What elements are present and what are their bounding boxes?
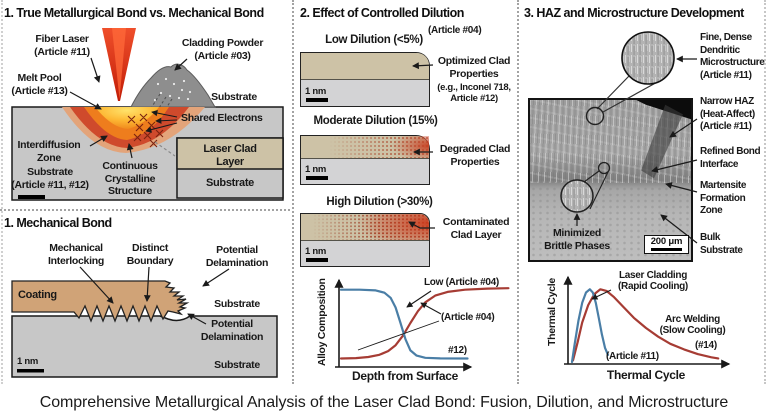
- label-refined-bond: Refined Bond Interface: [700, 146, 761, 170]
- label-potential-delamination-top: Potential Delamination: [205, 244, 269, 269]
- label-potential-delamination-bottom: Potential Delamination: [200, 318, 264, 343]
- label-martensite: Martensite Formation Zone: [700, 180, 747, 216]
- haz-label-leaders: [573, 55, 698, 244]
- alloy-chart-xlabel: Depth from Surface: [352, 369, 458, 383]
- label-interdiffusion-zone: Interdiffusion Zone: [17, 139, 81, 164]
- label-optimized-clad-sub: (e.g., Inconel 718, Article #12): [437, 82, 511, 104]
- weld-micrograph: [528, 98, 693, 262]
- magnifier-source-circle: [585, 106, 605, 126]
- thermal-chart-leader: [591, 289, 612, 300]
- mechanical-diagram: [11, 266, 278, 378]
- figure-caption: Comprehensive Metallurgical Analysis of …: [39, 394, 729, 411]
- alloy-chart-leaders: [357, 290, 442, 351]
- panel-divider-1: [292, 0, 294, 384]
- coating-shape: [11, 280, 190, 323]
- scalebar-moderate: [306, 176, 328, 180]
- label-article04: (Article #04): [428, 25, 482, 36]
- panel3-title: 3. HAZ and Microstructure Development: [524, 6, 744, 20]
- haz-annotations: [560, 31, 731, 369]
- scalebar-metallurgical: [18, 195, 45, 199]
- shared-electron-arrows: [145, 109, 178, 133]
- heading-moderate-dilution: Moderate Dilution (15%): [313, 115, 438, 127]
- label-scale-low: 1 nm: [305, 86, 326, 97]
- label-substrate-surface: Substrate: [214, 298, 260, 310]
- label-substrate-bulk: Substrate: [214, 359, 260, 371]
- crystalline-hatch: [127, 113, 164, 148]
- label-distinct-boundary: Distinct Boundary: [126, 242, 174, 267]
- annotation-article04: (Article #04): [441, 312, 495, 323]
- label-degraded-clad: Degraded Clad Properties: [439, 143, 511, 168]
- annotation-arc-welding: Arc Welding (Slow Cooling): [659, 314, 726, 336]
- thermal-chart-axes: [563, 275, 731, 369]
- thermal-chart-ylabel: Thermal Cycle: [546, 278, 558, 346]
- label-melt-pool: Melt Pool (Article #13): [11, 72, 68, 97]
- dilution-annotations: [334, 62, 510, 372]
- label-substrate-top: Substrate: [211, 91, 257, 103]
- panel-divider-2: [517, 0, 519, 384]
- powder-dots: [153, 77, 192, 102]
- cladding-powder-mound: [130, 63, 216, 108]
- annotation-laser-cladding: Laser Cladding (Rapid Cooling): [618, 270, 688, 292]
- dendrite-inset-circle: [621, 31, 675, 85]
- panel1-divider-h: [0, 209, 290, 211]
- label-scale-mechanical: 1 nm: [17, 356, 38, 367]
- brittle-inset-circle: [560, 179, 594, 213]
- annotation-article11: (Article #11): [606, 351, 659, 362]
- label-mechanical-interlocking: Mechanical Interlocking: [48, 242, 104, 267]
- label-narrow-haz: Narrow HAZ (Heat-Affect) (Article #11): [700, 96, 755, 132]
- label-arrows-metallurgical: [69, 57, 188, 159]
- label-laser-clad-layer: Laser Clad Layer: [203, 143, 257, 168]
- annotation-14: (#14): [695, 340, 717, 351]
- label-fine-dendritic: Fine, Dense Dendritic Microstructure (Ar…: [700, 32, 765, 81]
- laser-cladding-curve: [570, 288, 610, 364]
- label-minimized-brittle: Minimized Brittle Phases: [544, 227, 610, 252]
- label-coating: Coating: [18, 289, 57, 301]
- heading-low-dilution: Low Dilution (<5%): [325, 34, 423, 46]
- magnifier-leader: [154, 141, 176, 157]
- metallurgical-diagram: [11, 28, 284, 201]
- scalebar-low: [306, 98, 328, 102]
- scalebar-200um-label: 200 μm: [650, 236, 683, 247]
- alloy-substrate-curve: [339, 287, 510, 360]
- label-substrate-articles: Substrate (Article #11, #12): [11, 166, 89, 191]
- annotation-12: #12): [448, 345, 467, 356]
- thermal-chart-xlabel: Thermal Cycle: [606, 368, 686, 382]
- scalebar-mechanical: [17, 369, 44, 373]
- alloy-clad-curve: [339, 288, 469, 360]
- scalebar-200um-bar: [651, 248, 682, 251]
- brittle-source-circle: [597, 161, 611, 175]
- panel1b-title: 1. Mechanical Bond: [4, 216, 112, 230]
- label-continuous-crystalline: Continuous Crystalline Structure: [102, 160, 158, 197]
- heading-high-dilution: High Dilution (>30%): [326, 196, 433, 208]
- label-contaminated-clad: Contaminated Clad Layer: [442, 216, 510, 241]
- label-arrows-mechanical: [79, 266, 230, 325]
- annotation-low-article04: Low (Article #04): [424, 277, 499, 288]
- label-shared-electrons: Shared Electrons: [181, 112, 263, 124]
- label-cladding-powder: Cladding Powder (Article #03): [181, 37, 264, 62]
- clad-layer-low: [301, 53, 429, 80]
- scalebar-high: [306, 258, 328, 262]
- panel2-title: 2. Effect of Controlled Dilution: [300, 6, 464, 20]
- label-inset-substrate: Substrate: [205, 177, 255, 189]
- panel-border-left: [1, 0, 3, 384]
- label-optimized-clad: Optimized Clad Properties: [437, 55, 511, 80]
- label-scale-moderate: 1 nm: [305, 164, 326, 175]
- label-scale-high: 1 nm: [305, 246, 326, 257]
- micrograph-scalebar: 200 μm: [644, 235, 689, 254]
- panel-border-right: [764, 0, 766, 384]
- label-bulk-substrate: Bulk Substrate: [700, 232, 743, 256]
- melt-pool-core: [95, 107, 159, 129]
- low-dilution-diagram: [300, 52, 430, 107]
- alloy-chart-ylabel: Alloy Composition: [316, 278, 328, 366]
- label-fiber-laser: Fiber Laser (Article #11): [34, 33, 90, 58]
- mechanical-substrate: [11, 315, 278, 378]
- panel1-title: 1. True Metallurgical Bond vs. Mechanica…: [4, 6, 264, 20]
- arc-welding-curve: [571, 288, 720, 362]
- alloy-chart-axes: [334, 278, 473, 372]
